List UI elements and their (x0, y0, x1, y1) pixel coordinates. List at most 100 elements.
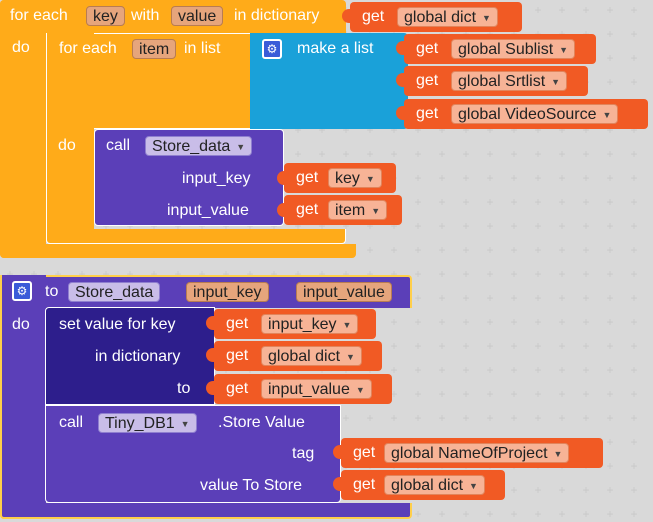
grid-plus-mark: + (486, 267, 494, 281)
item-dropdown[interactable]: item▼ (328, 200, 388, 220)
foreach-list-block[interactable]: for each item in list do (46, 33, 346, 244)
get-global-srtlist-block[interactable]: get global Srtlist▼ (404, 66, 588, 96)
get-global-sublist-block[interactable]: get global Sublist▼ (404, 34, 596, 64)
set-socket-nub-1 (206, 316, 214, 330)
get-global-dict-block[interactable]: get global dict▼ (350, 2, 522, 32)
grid-plus-mark: + (534, 339, 542, 353)
get-global-dict-block-3[interactable]: get global dict▼ (341, 470, 505, 500)
get-label: get (362, 8, 385, 25)
get-label: get (416, 105, 439, 122)
grid-plus-mark: + (438, 243, 446, 257)
input-key-dropdown[interactable]: input_key▼ (261, 314, 359, 334)
global-dict-dropdown[interactable]: global dict▼ (397, 7, 498, 27)
var-name: global dict (404, 9, 477, 26)
grid-plus-mark: + (558, 507, 566, 521)
grid-plus-mark: + (606, 123, 614, 137)
grid-plus-mark: + (198, 267, 206, 281)
grid-plus-mark: + (414, 315, 422, 329)
procedure-def-block[interactable]: ⚙ to Store_data input_key input_value do (0, 275, 412, 519)
procedure-name-field[interactable]: Store_data (68, 282, 161, 302)
grid-plus-mark: + (126, 219, 134, 233)
key-dropdown[interactable]: key▼ (328, 168, 382, 188)
global-sublist-dropdown[interactable]: global Sublist▼ (451, 39, 576, 59)
global-videosource-dropdown[interactable]: global VideoSource▼ (451, 104, 619, 124)
key-variable[interactable]: key (86, 6, 125, 26)
grid-plus-mark: + (606, 339, 614, 353)
list-socket-nub-1 (396, 41, 404, 55)
chevron-down-icon: ▼ (551, 77, 561, 87)
grid-plus-mark: + (534, 411, 542, 425)
global-nameofproject-dropdown[interactable]: global NameOfProject ▼ (384, 443, 570, 463)
make-list-block[interactable]: ⚙ make a list (250, 33, 408, 129)
grid-plus-mark: + (534, 507, 542, 521)
grid-plus-mark: + (102, 267, 110, 281)
grid-plus-mark: + (414, 171, 422, 185)
procedure-dropdown[interactable]: Store_data▼ (145, 136, 253, 156)
grid-plus-mark: + (78, 267, 86, 281)
set-value-for-key-block[interactable]: set value for key in dictionary to (45, 307, 215, 405)
set-socket-nub-2 (206, 348, 214, 362)
chevron-down-icon: ▼ (469, 481, 478, 491)
grid-plus-mark: + (486, 123, 494, 137)
chevron-down-icon: ▼ (553, 449, 563, 459)
get-global-dict-block-2[interactable]: get global dict▼ (214, 341, 382, 371)
grid-plus-mark: + (510, 411, 518, 425)
grid-plus-mark: + (630, 507, 638, 521)
grid-plus-mark: + (366, 219, 374, 233)
call-store-data-block[interactable]: call Store_data▼ input_key input_value (94, 129, 284, 226)
grid-plus-mark: + (438, 411, 446, 425)
list-socket-nub-3 (396, 106, 404, 120)
in-list-label: in list (184, 40, 221, 57)
grid-plus-mark: + (606, 411, 614, 425)
grid-plus-mark: + (438, 195, 446, 209)
item-variable[interactable]: item (132, 39, 177, 59)
get-item-block[interactable]: get item▼ (284, 195, 402, 225)
get-input-value-block[interactable]: get input_value▼ (214, 374, 392, 404)
global-srtlist-dropdown[interactable]: global Srtlist▼ (451, 71, 568, 91)
var-name: global NameOfProject (391, 445, 548, 462)
grid-plus-mark: + (54, 267, 62, 281)
grid-plus-mark: + (462, 411, 470, 425)
grid-plus-mark: + (630, 315, 638, 329)
var-name: input_value (268, 381, 350, 398)
tinydb-store-value-block[interactable]: call Tiny_DB1▼ .Store Value tag value To… (45, 405, 341, 503)
grid-plus-mark: + (414, 387, 422, 401)
grid-plus-mark: + (438, 291, 446, 305)
grid-plus-mark: + (342, 147, 350, 161)
grid-plus-mark: + (582, 243, 590, 257)
grid-plus-mark: + (486, 339, 494, 353)
grid-plus-mark: + (390, 411, 398, 425)
get-global-nameofproject-block[interactable]: get global NameOfProject▼ (341, 438, 603, 468)
grid-plus-mark: + (582, 219, 590, 233)
get-input-key-block[interactable]: get input_key▼ (214, 309, 376, 339)
grid-plus-mark: + (606, 195, 614, 209)
param-input-value[interactable]: input_value (296, 282, 392, 302)
grid-plus-mark: + (342, 411, 350, 425)
grid-plus-mark: + (582, 483, 590, 497)
value-variable[interactable]: value (171, 6, 224, 26)
grid-plus-mark: + (534, 363, 542, 377)
grid-plus-mark: + (390, 315, 398, 329)
grid-plus-mark: + (630, 291, 638, 305)
get-global-videosource-block[interactable]: get global VideoSource▼ (404, 99, 648, 129)
global-dict-dropdown[interactable]: global dict▼ (261, 346, 362, 366)
input-key-label: input_key (182, 170, 251, 187)
grid-plus-mark: + (462, 315, 470, 329)
param-input-key[interactable]: input_key (186, 282, 269, 302)
do-label: do (58, 137, 76, 154)
global-dict-dropdown[interactable]: global dict▼ (384, 475, 485, 495)
component-dropdown[interactable]: Tiny_DB1▼ (98, 413, 197, 433)
grid-plus-mark: + (510, 267, 518, 281)
foreach-dict-block[interactable]: for each key with value in dictionary do… (0, 0, 522, 258)
input-value-dropdown[interactable]: input_value▼ (261, 379, 372, 399)
grid-plus-mark: + (582, 411, 590, 425)
gear-icon[interactable]: ⚙ (262, 39, 282, 59)
grid-plus-mark: + (558, 483, 566, 497)
grid-plus-mark: + (390, 339, 398, 353)
get-key-block[interactable]: get key▼ (284, 163, 396, 193)
gear-icon[interactable]: ⚙ (12, 281, 32, 301)
grid-plus-mark: + (414, 243, 422, 257)
grid-plus-mark: + (510, 387, 518, 401)
get-label: get (226, 315, 249, 332)
grid-plus-mark: + (318, 267, 326, 281)
